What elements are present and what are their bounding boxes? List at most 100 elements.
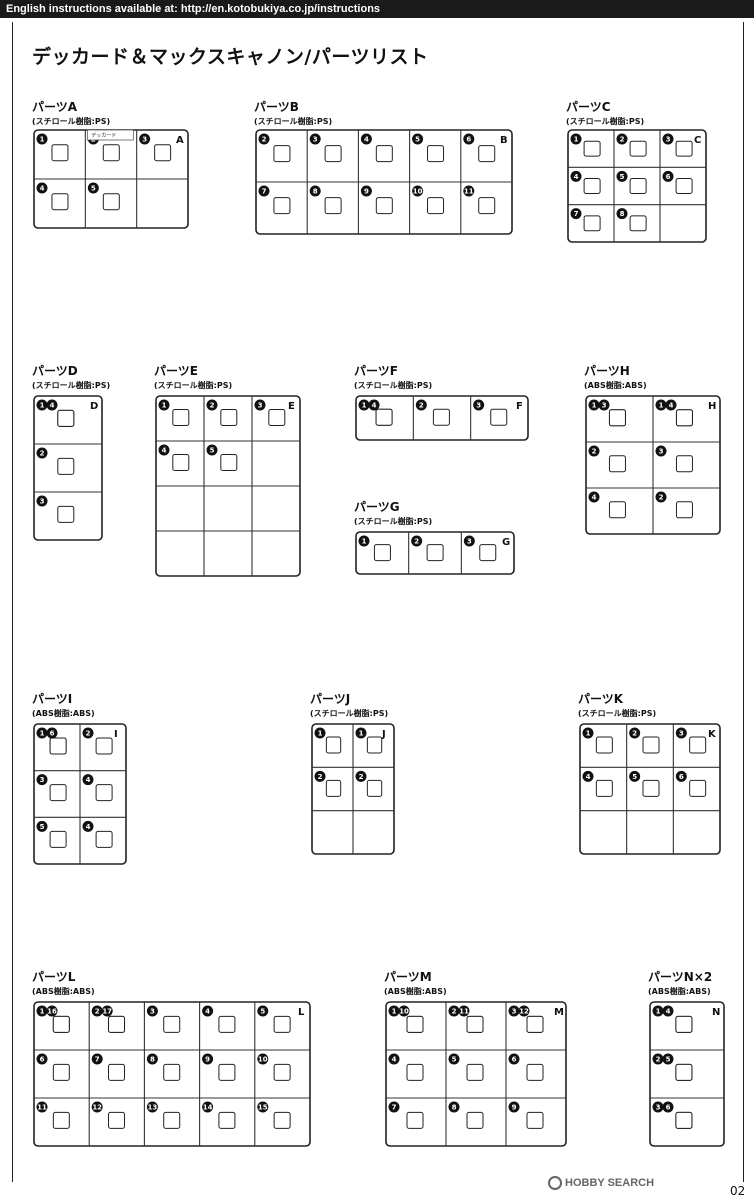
part-number-badge xyxy=(398,1005,410,1017)
part-number: 1 xyxy=(40,136,45,144)
part-number: 5 xyxy=(260,1008,265,1016)
part-number-badge xyxy=(508,1005,520,1017)
part-number: 2 xyxy=(632,730,637,738)
part-number-badge xyxy=(206,399,218,411)
parts-j-material: (スチロール樹脂:PS) xyxy=(310,709,389,718)
part-number: 2 xyxy=(359,773,364,781)
sprue-part xyxy=(466,1063,484,1081)
parts-b-material: (スチロール樹脂:PS) xyxy=(254,117,333,126)
part-number-badge xyxy=(662,1053,674,1065)
parts-i-material: (ABS樹脂:ABS) xyxy=(32,709,95,718)
part-number-badge xyxy=(309,133,321,145)
parts-c-name: パーツC xyxy=(566,100,611,114)
sprue-part xyxy=(268,409,286,426)
part-number: 12 xyxy=(519,1008,529,1016)
page-title: デッカード＆マックスキャノン/パーツリスト xyxy=(32,46,429,68)
sprue-part xyxy=(163,1015,181,1033)
part-number: 3 xyxy=(602,402,607,410)
sprue-part xyxy=(218,1111,236,1129)
part-number-badge xyxy=(473,399,485,411)
sprue-part xyxy=(675,1111,693,1129)
sprue-frame xyxy=(579,723,721,855)
part-number: 9 xyxy=(512,1104,517,1112)
parts-k-material: (スチロール樹脂:PS) xyxy=(578,709,657,718)
part-number-badge xyxy=(146,1053,158,1065)
part-number-badge xyxy=(582,727,594,739)
parts-a-label: パーツA(スチロール樹脂:PS) xyxy=(32,98,110,127)
parts-d-name: パーツD xyxy=(32,364,78,378)
part-number: 2 xyxy=(210,402,215,410)
part-number-badge xyxy=(91,1053,103,1065)
parts-b-label: パーツB(スチロール樹脂:PS) xyxy=(254,98,332,127)
part-number-badge xyxy=(158,399,170,411)
sprue-part xyxy=(172,454,190,471)
sprue-letter: F xyxy=(516,401,523,412)
parts-j-label: パーツJ(スチロール樹脂:PS) xyxy=(310,690,388,719)
sprue-part xyxy=(427,197,445,215)
sprue-part xyxy=(675,409,693,427)
part-number-badge xyxy=(662,1005,674,1017)
part-number-badge xyxy=(355,770,367,782)
sprue-part xyxy=(172,409,190,426)
instructions-url-banner: English instructions available at: http:… xyxy=(0,0,754,18)
sprue-part xyxy=(57,505,75,523)
sprue-part xyxy=(675,1063,693,1081)
sprue-part xyxy=(95,830,113,848)
part-number: 5 xyxy=(632,773,637,781)
part-number-badge xyxy=(258,185,270,197)
sprue-part xyxy=(163,1111,181,1129)
parts-n-material: (ABS樹脂:ABS) xyxy=(648,987,711,996)
part-number-badge xyxy=(652,1053,664,1065)
part-number: 11 xyxy=(459,1008,469,1016)
sprue-frame xyxy=(567,129,707,243)
part-number: 5 xyxy=(666,1056,671,1064)
part-number: 5 xyxy=(210,447,215,455)
sprue-part xyxy=(526,1111,544,1129)
sprue-part xyxy=(689,779,707,797)
part-number-badge xyxy=(36,1053,48,1065)
sprue-part xyxy=(608,455,626,473)
part-number: 4 xyxy=(666,1008,671,1016)
part-number-badge xyxy=(36,1101,48,1113)
part-number: 1 xyxy=(362,538,367,546)
part-number-badge xyxy=(616,133,628,145)
part-number-badge xyxy=(36,399,48,411)
part-number: 4 xyxy=(392,1056,397,1064)
sprue-part xyxy=(52,1063,70,1081)
part-number: 1 xyxy=(40,730,45,738)
sprue-letter: M xyxy=(554,1007,564,1018)
sprue-letter: L xyxy=(298,1007,305,1018)
part-number: 3 xyxy=(40,498,45,506)
sprue-part xyxy=(629,140,647,157)
sprue-part xyxy=(675,501,693,519)
sprue-part xyxy=(466,1111,484,1129)
part-number-badge xyxy=(36,133,48,145)
part-number-badge xyxy=(91,1005,103,1017)
part-number-badge xyxy=(415,399,427,411)
parts-f-name: パーツF xyxy=(354,364,398,378)
part-number: 4 xyxy=(40,185,45,193)
part-number-badge xyxy=(463,133,475,145)
sprue-part xyxy=(108,1015,126,1033)
part-number: 2 xyxy=(419,402,424,410)
parts-c-material: (スチロール樹脂:PS) xyxy=(566,117,645,126)
part-number: 6 xyxy=(40,1056,45,1064)
part-number: 3 xyxy=(258,402,263,410)
sprue-part xyxy=(583,178,601,194)
part-number: 4 xyxy=(372,402,377,410)
parts-l-material: (ABS樹脂:ABS) xyxy=(32,987,95,996)
part-number: 1 xyxy=(656,1008,661,1016)
sprue-part xyxy=(218,1063,236,1081)
sprue-part xyxy=(426,544,444,562)
part-number-badge xyxy=(146,1005,158,1017)
part-number: 3 xyxy=(313,136,318,144)
part-number: 3 xyxy=(150,1008,155,1016)
part-number-badge xyxy=(570,170,582,182)
part-number-badge xyxy=(101,1005,113,1017)
parts-f-material: (スチロール樹脂:PS) xyxy=(354,381,433,390)
part-number-badge xyxy=(46,399,58,411)
sprue-part xyxy=(675,140,693,157)
